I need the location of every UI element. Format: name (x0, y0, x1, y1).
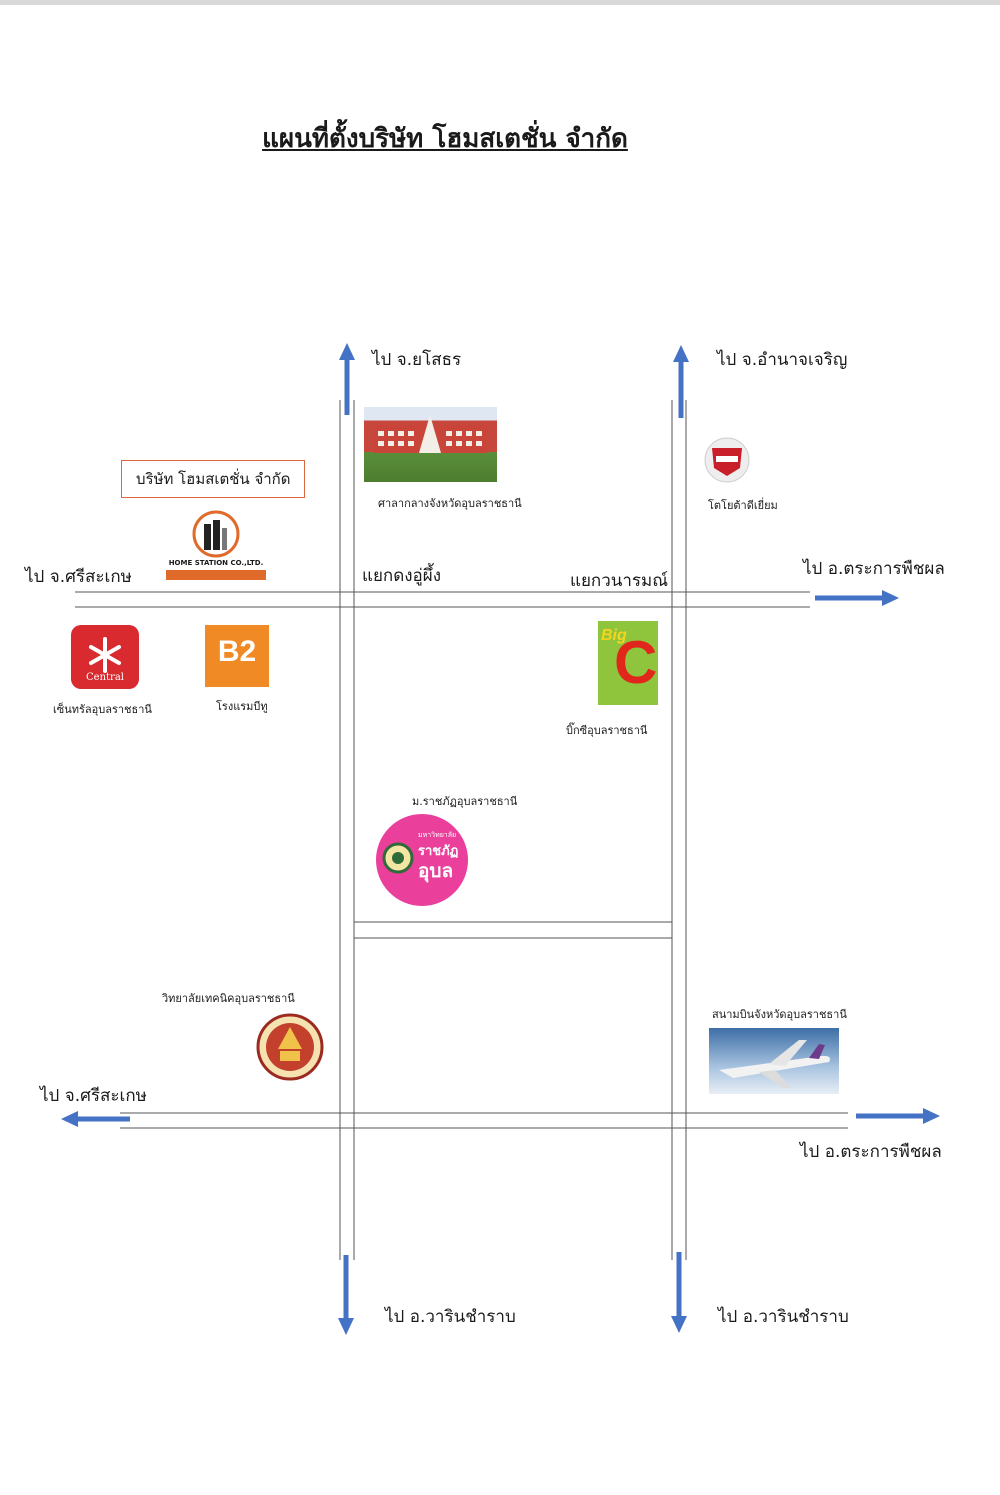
intersection-wanarom: แยกวนารมณ์ (570, 571, 669, 591)
bigc-label: บิ๊กซีอุบลราชธานี (566, 724, 648, 737)
arrow-east-top-head (882, 590, 899, 606)
company-name-box: บริษัท โฮมสเตชั่น จำกัด (121, 460, 306, 498)
direction-north-right: ไป จ.อำนาจเจริญ (717, 350, 848, 370)
central-label: เซ็นทรัลอุบลราชธานี (53, 703, 152, 716)
rajabhat-emblem-icon (382, 842, 414, 874)
rajabhat-logo-line3: อุบล (418, 860, 454, 882)
toyota-shield-icon (704, 437, 750, 483)
toyota-logo (700, 434, 754, 484)
technical-college-logo (256, 1013, 324, 1081)
arrow-north-right-head (673, 345, 689, 362)
central-logo: Central (71, 625, 139, 689)
rajabhat-logo-line1: มหาวิทยาลัย (418, 831, 457, 839)
home-station-logo-text: HOME STATION CO.,LTD. (168, 559, 264, 567)
intersection-dong-u-phueng: แยกดงอู่ผึ้ง (362, 566, 442, 586)
bigc-logo-big-text: Big (601, 627, 627, 644)
b2-hotel-logo: B2 (205, 625, 269, 687)
city-hall-label: ศาลากลางจังหวัดอุบลราชธานี (378, 497, 522, 510)
airplane-icon (719, 1040, 830, 1088)
central-snowflake-icon (89, 637, 121, 673)
city-hall-building-icon (374, 415, 487, 453)
home-station-icon (166, 510, 266, 580)
arrow-south-left-head (338, 1318, 354, 1335)
arrow-west-bottom-head (61, 1111, 78, 1127)
direction-south-right: ไป อ.วารินชำราบ (718, 1307, 849, 1327)
map-title: แผนที่ตั้งบริษัท โฮมสเตชั่น จำกัด (262, 124, 628, 154)
direction-west-bottom: ไป จ.ศรีสะเกษ (40, 1086, 147, 1106)
toyota-label: โตโยต้าดีเยี่ยม (708, 499, 778, 512)
direction-south-left: ไป อ.วารินชำราบ (385, 1307, 516, 1327)
b2-logo-text: B2 (217, 635, 257, 668)
rajabhat-label: ม.ราชภัฏอุบลราชธานี (412, 795, 518, 808)
airport-label: สนามบินจังหวัดอุบลราชธานี (712, 1008, 847, 1021)
technical-college-label: วิทยาลัยเทคนิคอุบลราชธานี (162, 992, 295, 1005)
arrow-east-bottom-head (923, 1108, 940, 1124)
direction-east-bottom: ไป อ.ตระการพืชผล (800, 1142, 942, 1162)
arrow-south-right-head (671, 1316, 687, 1333)
airport-photo (709, 1028, 839, 1094)
arrow-north-left-head (339, 343, 355, 360)
b2-hotel-label: โรงแรมบีทู (216, 700, 268, 713)
city-hall-photo (364, 407, 497, 482)
top-border (0, 0, 1000, 5)
technical-college-seal-icon (256, 1013, 324, 1081)
bigc-logo: Big C (598, 621, 658, 705)
direction-east-top: ไป อ.ตระการพืชผล (803, 559, 945, 579)
direction-north-left: ไป จ.ยโสธร (372, 350, 462, 370)
home-station-logo: HOME STATION CO.,LTD. (166, 508, 266, 582)
direction-west-top: ไป จ.ศรีสะเกษ (25, 567, 132, 587)
bigc-logo-c-text: C (614, 629, 658, 696)
rajabhat-logo: มหาวิทยาลัย ราชภัฏ อุบล (376, 814, 468, 906)
rajabhat-logo-line2: ราชภัฏ (418, 844, 459, 859)
central-logo-text: Central (86, 672, 124, 683)
